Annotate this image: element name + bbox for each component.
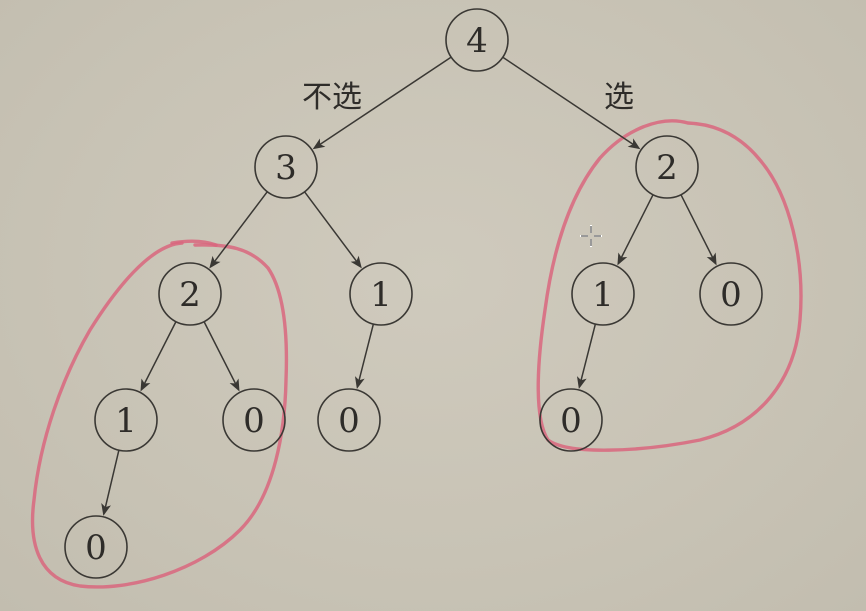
node-circle — [445, 8, 509, 72]
tree-node: 2 — [158, 262, 222, 326]
node-value: 1 — [370, 275, 392, 315]
node-circle — [254, 135, 318, 199]
tree-node: 0 — [64, 515, 128, 579]
arrowhead-icon — [312, 138, 326, 150]
tree-node: 0 — [699, 262, 763, 326]
arrowhead-icon — [354, 376, 365, 389]
edge-n-l-n-lr — [303, 191, 358, 263]
tree-node: 3 — [254, 135, 318, 199]
edge-n-root-n-l — [318, 56, 452, 146]
node-value: 3 — [275, 148, 297, 188]
highlight-loop-left — [30, 241, 289, 589]
highlight-loop-right — [536, 119, 803, 452]
arrowhead-icon — [706, 252, 717, 266]
arrowhead-icon — [350, 255, 362, 269]
node-circle — [635, 135, 699, 199]
arrowhead-icon — [101, 503, 111, 516]
tree-node: 0 — [222, 388, 286, 452]
edge-n-rl-n-rll — [580, 323, 597, 382]
node-value: 4 — [466, 21, 488, 61]
edge-n-root-n-r — [502, 56, 635, 146]
node-value: 1 — [592, 275, 614, 315]
arrowhead-icon — [209, 255, 221, 269]
highlight-loop-left-top — [170, 239, 218, 247]
node-circle — [64, 515, 128, 579]
tree-node: 1 — [94, 388, 158, 452]
edge-n-r-n-rl — [620, 194, 654, 259]
edge-n-r-n-rr — [680, 194, 714, 259]
edge-n-l-n-ll — [213, 191, 268, 263]
edge-n-ll-n-llr — [203, 321, 237, 385]
node-circle — [158, 262, 222, 326]
node-circle — [571, 262, 635, 326]
node-value: 1 — [115, 401, 137, 441]
arrowhead-icon — [140, 378, 151, 392]
node-circle — [222, 388, 286, 452]
node-value: 0 — [243, 401, 265, 441]
node-circle — [539, 388, 603, 452]
node-circle — [349, 262, 413, 326]
node-value: 0 — [560, 401, 582, 441]
edge-n-lll-n-llll — [104, 449, 120, 509]
edge-n-ll-n-lll — [143, 321, 177, 385]
tree-node: 0 — [317, 388, 381, 452]
arrowhead-icon — [617, 252, 628, 266]
tree-node: 1 — [349, 262, 413, 326]
node-value: 0 — [338, 401, 360, 441]
arrowhead-icon — [229, 378, 240, 392]
node-circle — [317, 388, 381, 452]
node-value: 2 — [656, 148, 678, 188]
tree-node: 1 — [571, 262, 635, 326]
node-value: 0 — [85, 528, 107, 568]
arrowhead-icon — [627, 138, 641, 150]
edge-n-lr-n-lrl — [358, 323, 375, 382]
tree-node: 0 — [539, 388, 603, 452]
node-value: 0 — [720, 275, 742, 315]
tree-node: 4 — [445, 8, 509, 72]
label-select: 选 — [604, 80, 634, 115]
arrowhead-icon — [576, 376, 587, 389]
tree-node: 2 — [635, 135, 699, 199]
node-circle — [699, 262, 763, 326]
node-circle — [94, 388, 158, 452]
crosshair-cursor-icon — [580, 225, 602, 247]
label-not-select: 不选 — [302, 80, 362, 115]
node-value: 2 — [179, 275, 201, 315]
